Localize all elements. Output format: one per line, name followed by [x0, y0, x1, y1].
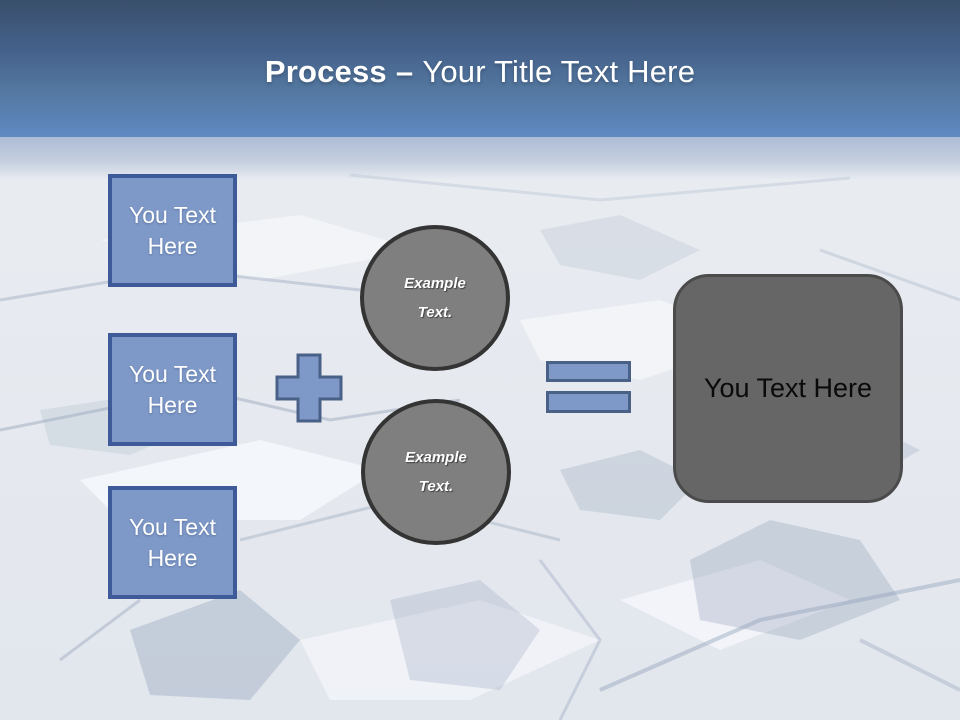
equals-bar-top: [546, 361, 631, 382]
input-box-3: You Text Here: [108, 486, 237, 599]
equals-icon: [546, 361, 631, 413]
input-box-2: You Text Here: [108, 333, 237, 446]
input-box-1: You Text Here: [108, 174, 237, 287]
title-keyword: Process: [264, 54, 387, 89]
title-text: Your Title Text Here: [422, 54, 696, 89]
example-circle-1-label: Example Text.: [404, 275, 466, 321]
slide-title: Process–Your Title Text Here: [0, 54, 960, 90]
result-box: You Text Here: [673, 274, 903, 503]
input-box-1-label: You Text Here: [129, 201, 216, 259]
title-separator: –: [395, 54, 414, 89]
example-circle-1: Example Text.: [360, 225, 510, 371]
input-box-3-label: You Text Here: [129, 513, 216, 571]
slide-header: [0, 0, 960, 137]
input-box-2-label: You Text Here: [129, 360, 216, 418]
example-circle-2-label: Example Text.: [405, 449, 467, 495]
example-circle-2: Example Text.: [361, 399, 511, 545]
plus-icon: [274, 352, 344, 424]
equals-bar-bottom: [546, 391, 631, 413]
result-box-label: You Text Here: [703, 373, 873, 403]
